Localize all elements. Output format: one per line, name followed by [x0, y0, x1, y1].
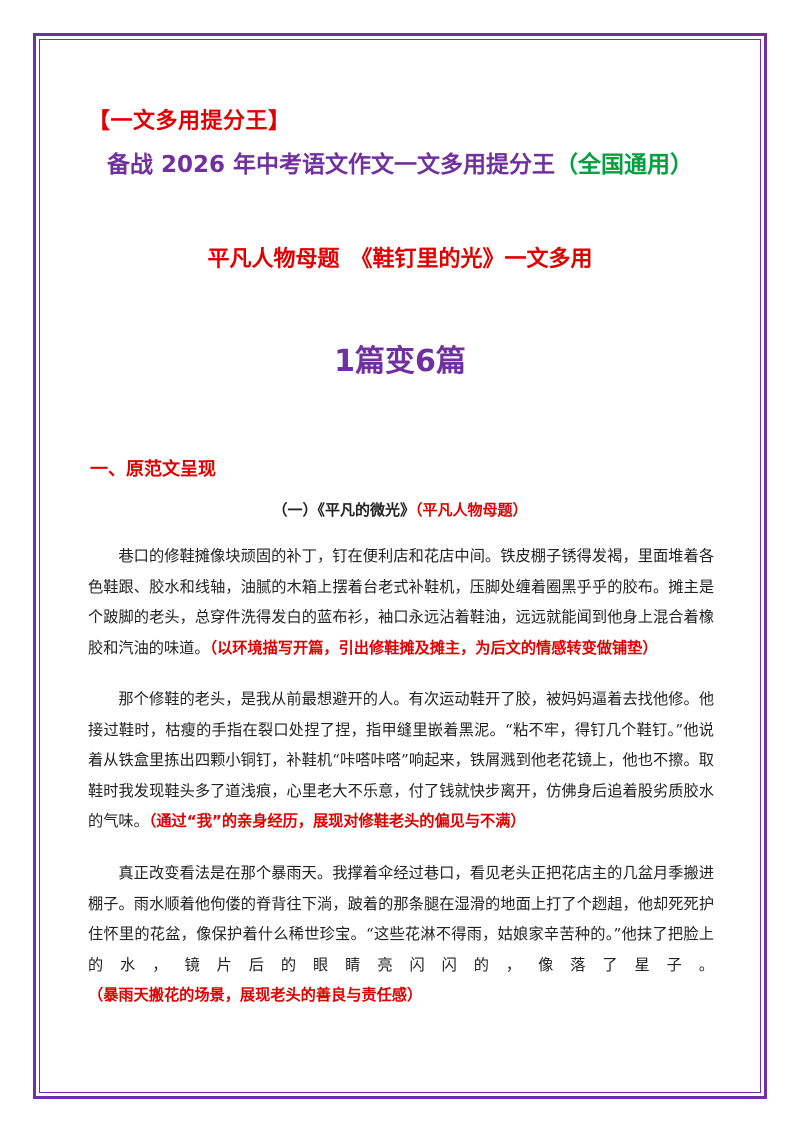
page-border-outer — [33, 33, 767, 1099]
paragraph-3: 真正改变看法是在那个暴雨天。我撑着伞经过巷口，看见老头正把花店主的几盆月季搬进棚… — [88, 858, 714, 1011]
subtitle: 平凡人物母题 《鞋钉里的光》一文多用 — [207, 247, 593, 272]
paragraph-text: 真正改变看法是在那个暴雨天。我撑着伞经过巷口，看见老头正把花店主的几盆月季搬进棚… — [88, 864, 714, 974]
big-title: 1篇变6篇 — [334, 344, 466, 379]
main-title: 备战 2026 年中考语文作文一文多用提分王（全国通用） — [0, 145, 800, 179]
paragraph-text: 那个修鞋的老头，是我从前最想避开的人。有次运动鞋开了胶，被妈妈逼着去找他修。他接… — [88, 690, 714, 830]
annotation-note: （暴雨天搬花的场景，展现老头的善良与责任感） — [88, 986, 423, 1004]
series-title: 【一文多用提分王】 — [88, 109, 291, 134]
page-border-inner — [39, 39, 761, 1093]
paragraph-text: 巷口的修鞋摊像块顽固的补丁，钉在便利店和花店中间。铁皮棚子锈得发褐，里面堆着各色… — [88, 547, 714, 657]
annotation-note: （以环境描写开篇，引出修鞋摊及摊主，为后文的情感转变做铺垫） — [209, 638, 658, 657]
paragraph-1: 巷口的修鞋摊像块顽固的补丁，钉在便利店和花店中间。铁皮棚子锈得发褐，里面堆着各色… — [88, 541, 714, 663]
annotation-note: （通过“我”的亲身经历，展现对修鞋老头的偏见与不满） — [148, 812, 526, 830]
section-heading: 一、原范文呈现 — [90, 459, 216, 480]
paragraph-2: 那个修鞋的老头，是我从前最想避开的人。有次运动鞋开了胶，被妈妈逼着去找他修。他接… — [88, 684, 714, 837]
essay-title-tag: （平凡人物母题） — [415, 501, 528, 519]
essay-title-text: （一）《平凡的微光》 — [272, 501, 415, 519]
main-title-suffix: （全国通用） — [555, 152, 694, 178]
essay-title: （一）《平凡的微光》（平凡人物母题） — [0, 499, 800, 520]
main-title-text: 备战 2026 年中考语文作文一文多用提分王 — [106, 152, 556, 178]
